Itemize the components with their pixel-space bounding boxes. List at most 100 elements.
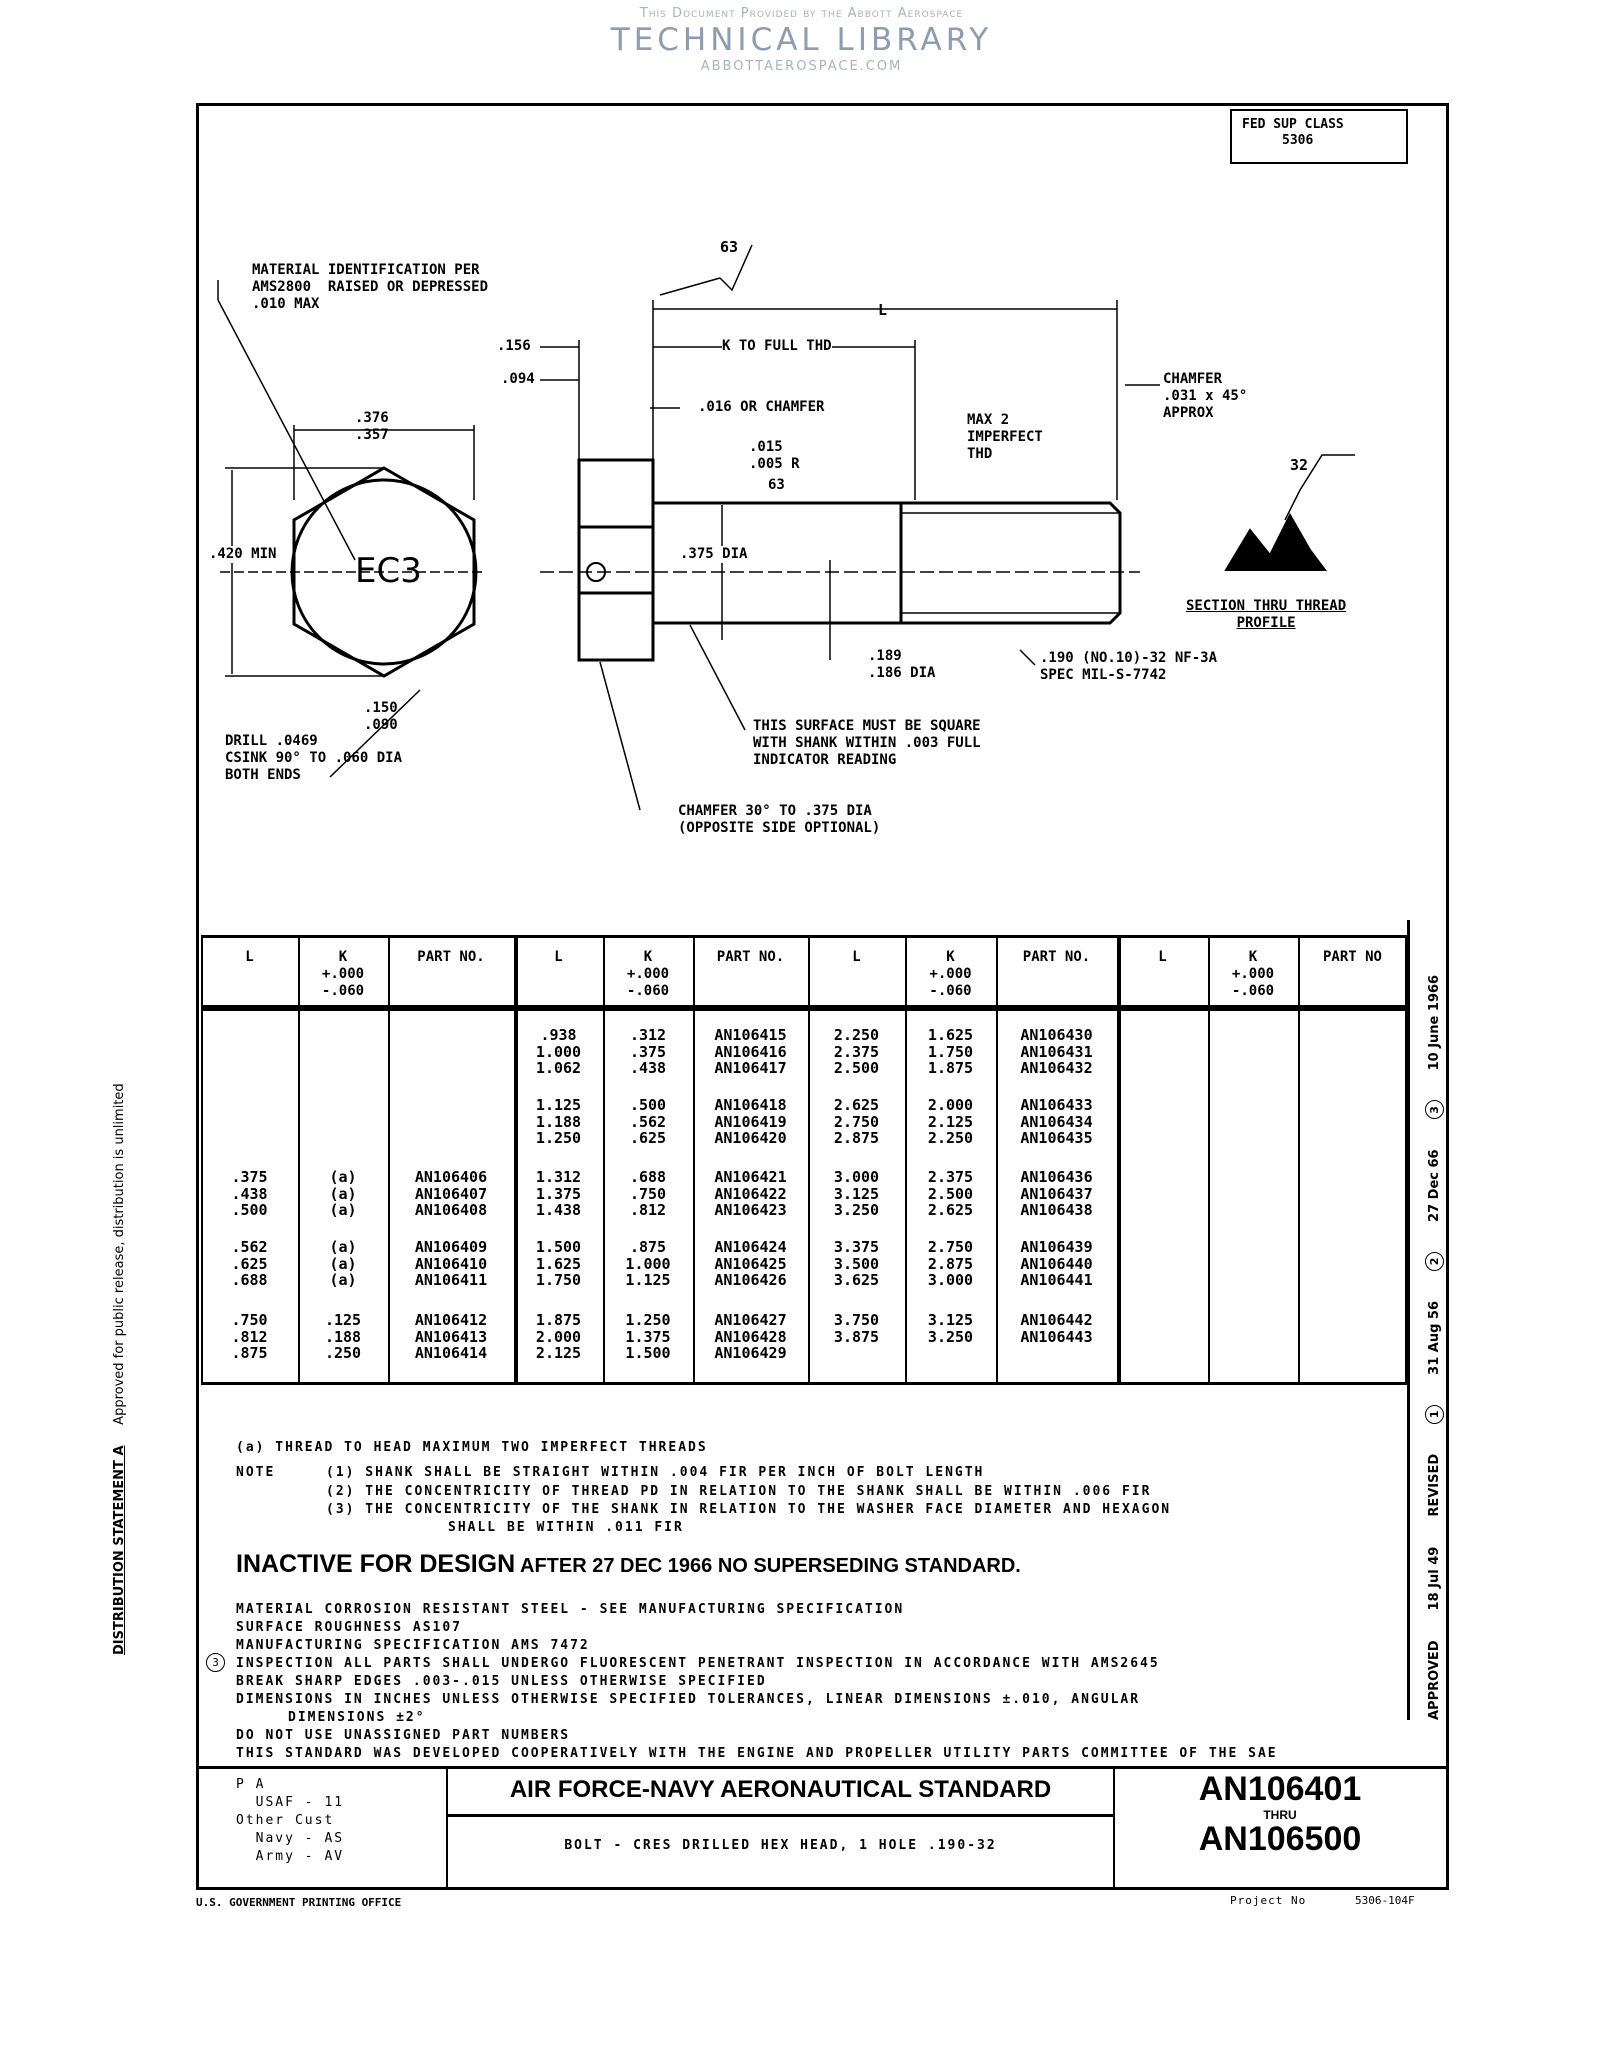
revision-1-date: 31 Aug 56 (1427, 1300, 1442, 1375)
release-text: Approved for public release, distributio… (112, 1083, 127, 1425)
table-cell: AN106417 (714, 1059, 787, 1077)
table-column-divider (1117, 935, 1121, 1385)
table-cell: AN106419 (714, 1112, 787, 1131)
material-id-note: MATERIAL IDENTIFICATION PER AMS2800 RAIS… (252, 262, 489, 312)
table-cell: 2.250 (833, 1026, 880, 1044)
table-cell: AN106418 (714, 1096, 787, 1114)
sae-note: THIS STANDARD WAS DEVELOPED COOPERATIVEL… (236, 1746, 1278, 1761)
table-header-2: PART NO. (417, 949, 485, 965)
table-cell: 1.500 (625, 1344, 671, 1362)
table-cell: 2.000 (927, 1096, 974, 1114)
table-cell: 2.500 (927, 1184, 974, 1203)
note-2: (2) THE CONCENTRICITY OF THREAD PD IN RE… (326, 1484, 1152, 1499)
chamfer-30-note: CHAMFER 30° TO .375 DIA (OPPOSITE SIDE O… (678, 803, 881, 836)
table-cell: AN106423 (714, 1201, 787, 1219)
table-cell: AN106411 (414, 1271, 488, 1289)
table-cell: .875 (231, 1344, 268, 1362)
table-cell: (a) (329, 1184, 357, 1203)
table-cell: .438 (629, 1059, 667, 1077)
approved-label: APPROVED (1427, 1640, 1442, 1720)
table-cell: AN106429 (714, 1344, 787, 1362)
watermark-title: TECHNICAL LIBRARY (610, 22, 993, 58)
bolt-side-view (540, 244, 1160, 811)
revision-3-marker: 3 (1425, 1100, 1444, 1120)
table-cell: (a) (329, 1238, 357, 1256)
table-cell: .188 (324, 1327, 362, 1346)
table-header-3: L (554, 949, 563, 965)
table-cell: 3.625 (833, 1271, 880, 1289)
table-cell: AN106430 (1020, 1026, 1093, 1044)
table-cell: AN106426 (714, 1271, 787, 1289)
table-cell: 1.125 (535, 1096, 582, 1114)
dimensions-note: DIMENSIONS IN INCHES UNLESS OTHERWISE SP… (236, 1692, 1141, 1707)
revision-2-marker: 2 (1425, 1251, 1444, 1271)
table-cell: AN106433 (1020, 1096, 1093, 1114)
an-number-from: AN106401 (1198, 1770, 1362, 1808)
table-cell: (a) (329, 1201, 357, 1219)
table-header-5: PART NO. (716, 949, 785, 965)
table-cell: 1.375 (535, 1184, 582, 1203)
title-block (196, 1766, 1446, 1890)
table-cell: AN106436 (1020, 1168, 1093, 1186)
fed-sup-class-value: 5306 (1282, 133, 1314, 148)
square-note: THIS SURFACE MUST BE SQUARE WITH SHANK W… (753, 718, 981, 768)
table-cell: 2.125 (535, 1344, 582, 1362)
table-cell: AN106415 (714, 1026, 787, 1044)
manufacturing-spec: MANUFACTURING SPECIFICATION AMS 7472 (236, 1638, 590, 1653)
table-header-7: K +.000 -.060 (929, 949, 972, 999)
table-column-divider (603, 935, 605, 1385)
max-imperfect-thread: MAX 2 IMPERFECT THD (967, 412, 1043, 462)
table-cell: AN106441 (1020, 1271, 1093, 1289)
table-cell: 2.875 (927, 1254, 974, 1273)
table-cell: AN106427 (714, 1311, 787, 1329)
table-cell: 3.000 (833, 1168, 880, 1186)
approved-date: 18 Jul 49 (1427, 1546, 1442, 1611)
grip-dia: .189 .186 DIA (868, 648, 936, 681)
printer-credit: U.S. GOVERNMENT PRINTING OFFICE (196, 1896, 402, 1909)
chamfer-016: .016 OR CHAMFER (698, 399, 825, 415)
table-cell: .562 (629, 1112, 667, 1131)
inactive-notice-main: INACTIVE FOR DESIGN (236, 1550, 516, 1578)
shank-dia: .375 DIA (680, 546, 748, 563)
table-cell: 3.250 (833, 1201, 880, 1219)
table-cell: .562 (231, 1238, 268, 1256)
dimensions-note-cont: DIMENSIONS ±2° (288, 1710, 426, 1725)
table-header-11: PART NO (1322, 949, 1382, 965)
hex-head-end-view (217, 280, 485, 778)
table-cell: 3.875 (833, 1327, 880, 1346)
table-cell: 1.312 (535, 1168, 582, 1186)
table-cell: 2.875 (833, 1129, 880, 1147)
table-cell: AN106443 (1020, 1327, 1093, 1346)
dim-150: .150 .090 (364, 700, 398, 733)
length-label: L (878, 301, 887, 319)
project-label: Project No (1230, 1894, 1307, 1907)
across-flats-dim: .376 .357 (355, 410, 389, 443)
table-cell: 2.000 (535, 1327, 582, 1346)
thread-spec: .190 (NO.10)-32 NF-3A SPEC MIL-S-7742 (1040, 650, 1218, 683)
table-cell: 1.250 (535, 1129, 582, 1147)
table-cell: 3.125 (833, 1184, 880, 1203)
table-cell: .250 (324, 1344, 362, 1362)
table-cell: 2.125 (927, 1112, 974, 1131)
table-column-divider (1298, 935, 1300, 1385)
an-thru: THRU (1263, 1808, 1297, 1822)
note-1: (1) SHANK SHALL BE STRAIGHT WITHIN .004 … (326, 1465, 985, 1480)
table-cell: AN106420 (714, 1129, 787, 1147)
table-cell: 1.000 (535, 1042, 582, 1061)
table-header-1: K +.000 -.060 (321, 949, 365, 999)
table-column-divider (388, 935, 390, 1385)
note-3-cont: SHALL BE WITHIN .011 FIR (448, 1520, 684, 1535)
table-cell: AN106412 (414, 1311, 488, 1329)
table-cell: 2.625 (833, 1096, 880, 1114)
revision-strip (1407, 920, 1446, 1720)
table-cell: AN106424 (714, 1238, 787, 1256)
table-cell: AN106425 (714, 1254, 787, 1273)
table-cell: 1.625 (927, 1026, 974, 1044)
table-column-divider (905, 935, 907, 1385)
table-cell: (a) (329, 1254, 357, 1273)
break-edges-note: BREAK SHARP EDGES .003-.015 UNLESS OTHER… (236, 1674, 767, 1689)
table-column-divider (808, 935, 810, 1385)
finish-63-top: 63 (720, 238, 738, 256)
table-cell: 1.438 (535, 1201, 582, 1219)
table-cell: 2.750 (833, 1112, 880, 1131)
